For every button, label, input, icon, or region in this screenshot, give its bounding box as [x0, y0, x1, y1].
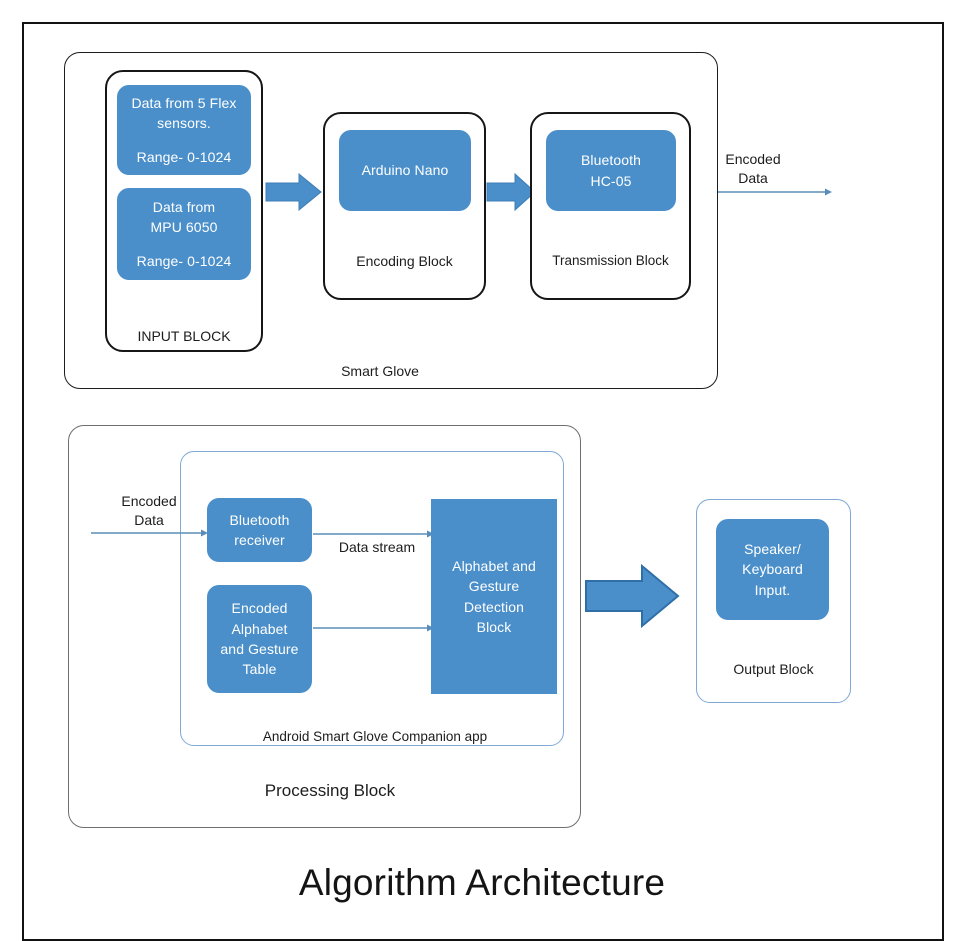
smart-glove-label: Smart Glove [341, 363, 419, 379]
detection-block-node: Alphabet and Gesture Detection Block [431, 499, 557, 694]
encoded-data-in-label: Encoded Data [121, 493, 177, 528]
arrow-processing-to-output [585, 563, 680, 629]
gesture-table-node: Encoded Alphabet and Gesture Table [207, 585, 312, 693]
mpu-node-line2: Range- 0-1024 [136, 253, 232, 270]
flex-sensor-node: Data from 5 Flex sensors. Range- 0-1024 [117, 85, 251, 175]
input-block-label: INPUT BLOCK [137, 328, 231, 344]
android-app-label: Android Smart Glove Companion app [262, 729, 488, 744]
speaker-keyboard-node-label: Speaker/ Keyboard Input. [742, 541, 803, 598]
arrow-encoded-data-out [718, 188, 832, 196]
arrow-encoded-data-in [91, 529, 208, 537]
detection-block-node-label: Alphabet and Gesture Detection Block [452, 557, 536, 635]
flex-sensor-node-line2: Range- 0-1024 [136, 149, 232, 166]
arduino-nano-node-label: Arduino Nano [361, 162, 449, 179]
arduino-nano-node: Arduino Nano [339, 130, 471, 211]
bluetooth-receiver-node-label: Bluetooth receiver [229, 511, 290, 548]
data-stream-label: Data stream [338, 539, 416, 555]
arrow-input-to-encoding [265, 172, 322, 212]
arrow-data-stream [313, 530, 434, 538]
gesture-table-node-label: Encoded Alphabet and Gesture Table [220, 600, 299, 678]
arrow-encoding-to-transmission [486, 172, 536, 212]
bluetooth-hc05-node-label: Bluetooth HC-05 [580, 152, 642, 189]
transmission-block-label: Transmission Block [552, 253, 669, 268]
encoding-block-label: Encoding Block [356, 253, 453, 269]
processing-block-label: Processing Block [264, 781, 396, 800]
bluetooth-receiver-node: Bluetooth receiver [207, 498, 312, 562]
mpu-node: Data from MPU 6050 Range- 0-1024 [117, 188, 251, 280]
arrow-table-to-detection [313, 624, 434, 632]
speaker-keyboard-node: Speaker/ Keyboard Input. [716, 519, 829, 620]
mpu-node-line1: Data from MPU 6050 [150, 198, 218, 235]
flex-sensor-node-line1: Data from 5 Flex sensors. [131, 94, 237, 131]
output-block-label: Output Block [733, 661, 814, 677]
bluetooth-hc05-node: Bluetooth HC-05 [546, 130, 676, 211]
page-title: Algorithm Architecture [298, 862, 666, 903]
encoded-data-out-label: Encoded Data [725, 151, 781, 186]
